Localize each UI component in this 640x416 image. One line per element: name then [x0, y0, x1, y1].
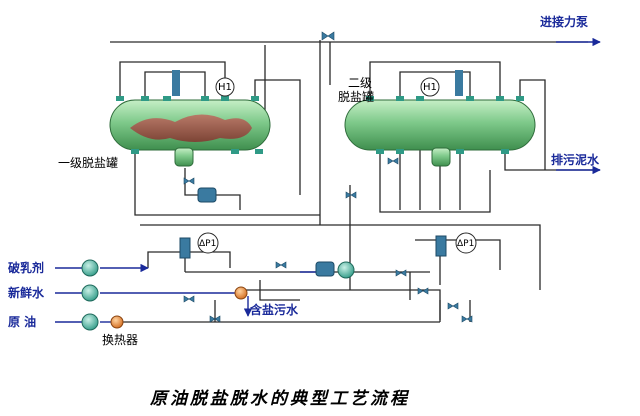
- diagram-caption: 原油脱盐脱水的典型工艺流程: [150, 389, 410, 409]
- stage2-desalter-tank: [344, 70, 536, 167]
- feed-lines: [55, 37, 601, 323]
- fresh-water-pump-icon: [81, 284, 99, 302]
- safety-valve-icon: [172, 70, 180, 96]
- label-to-booster-pump: 进接力泵: [540, 15, 589, 29]
- heat-exchanger-icon: [110, 315, 124, 329]
- valve-icon: [183, 177, 195, 185]
- wastewater-exchanger-icon: [234, 286, 248, 300]
- label-stage2-tank-line1: 二级: [348, 76, 373, 90]
- valves: [183, 31, 473, 323]
- label-level-gauge-1: H1: [218, 82, 232, 93]
- label-salty-wastewater: 含盐污水: [250, 303, 299, 317]
- valve-icon: [417, 287, 429, 295]
- crude-oil-pump-icon: [81, 313, 99, 331]
- label-drain-sludge: 排污泥水: [551, 153, 600, 167]
- demulsifier-pump-icon: [81, 259, 99, 277]
- valve-icon: [387, 157, 399, 165]
- mixing-valve-2: [435, 235, 447, 257]
- stage1-sludge-layer: [130, 114, 252, 142]
- level-gauge-1: [215, 77, 235, 97]
- valve-icon: [209, 315, 221, 323]
- label-dp-gauge-2: ΔP1: [457, 239, 475, 249]
- valve-icon: [345, 191, 357, 199]
- valve-icon: [275, 261, 287, 269]
- control-valve-1: [197, 187, 217, 203]
- label-fresh-water: 新鲜水: [8, 286, 45, 300]
- water-pump-center: [315, 261, 355, 279]
- piping: [110, 40, 600, 323]
- label-demulsifier: 破乳剂: [8, 261, 45, 275]
- valve-icon: [461, 315, 473, 323]
- valve-icon: [321, 31, 335, 41]
- mixing-valve-1: [179, 237, 191, 259]
- valve-icon: [395, 269, 407, 277]
- safety-valve-icon: [455, 70, 463, 96]
- valve-icon: [447, 302, 459, 310]
- label-stage1-tank: 一级脱盐罐: [58, 156, 119, 170]
- level-gauge-2: [420, 77, 440, 97]
- label-level-gauge-2: H1: [423, 82, 437, 93]
- dp-gauge-2: [455, 232, 477, 254]
- stage1-desalter-tank: [109, 70, 271, 167]
- label-crude-oil: 原 油: [8, 315, 37, 329]
- label-dp-gauge-1: ΔP1: [199, 239, 217, 249]
- label-heat-exchanger: 换热器: [102, 333, 139, 347]
- label-stage2-tank-line2: 脱盐罐: [338, 90, 375, 104]
- dp-gauge-1: [197, 232, 219, 254]
- valve-icon: [183, 295, 195, 303]
